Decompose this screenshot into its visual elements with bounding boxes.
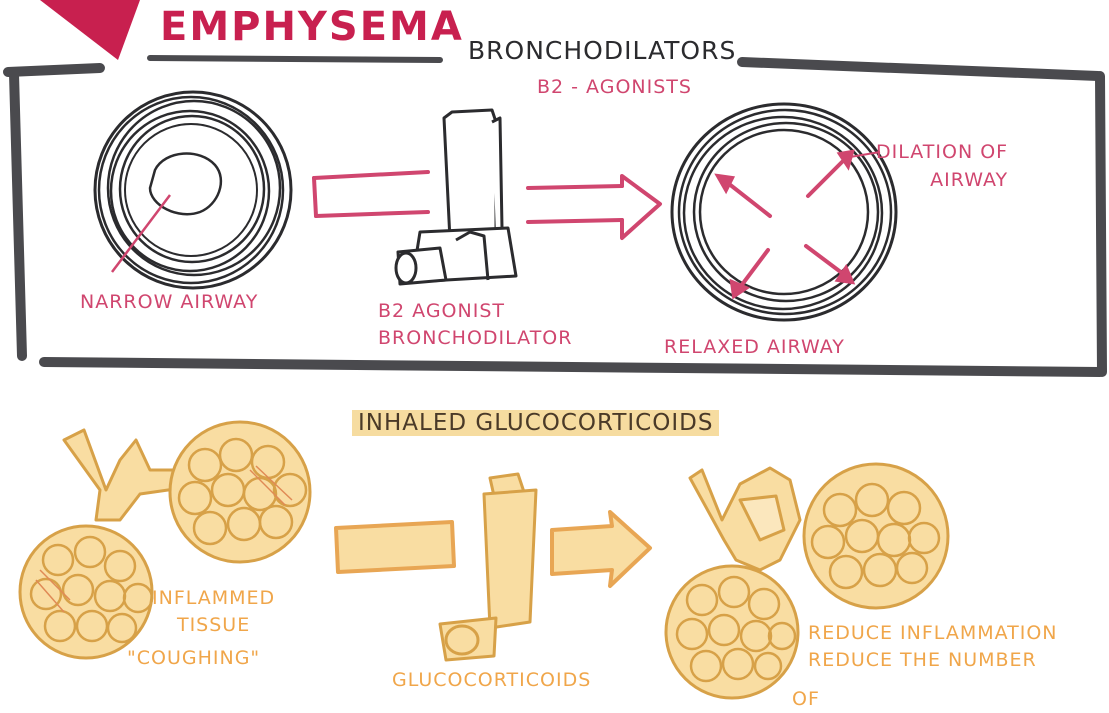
top-panel-frame [3,57,1107,377]
reduce-label-line2: REDUCE THE NUMBER [808,649,1037,671]
alveoli-inflamed-2 [18,524,154,660]
outline-arrow-1 [312,170,430,218]
inhaled-glucocorticoids-heading: INHALED GLUCOCORTICOIDS [352,410,720,436]
gold-arrow-2 [550,510,652,588]
alveoli-healthy-1 [802,462,950,610]
relaxed-airway [670,102,898,322]
alveoli-healthy-2 [664,564,800,700]
glucocorticoid-inhaler [438,472,538,662]
glucocorticoids-label: GLUCOCORTICOIDS [392,669,592,691]
dilation-label: DILATION OF AIRWAY [876,138,1008,194]
b2-agonist-label: B2 AGONIST BRONCHODILATOR [378,298,572,352]
dilation-label-line2: AIRWAY [930,169,1009,191]
relaxed-airway-label: RELAXED AIRWAY [664,336,845,358]
dilation-arrows [714,149,856,300]
dilation-label-line1: DILATION OF [876,141,1009,163]
bronchodilators-heading: BRONCHODILATORS [468,36,737,65]
outline-arrow-2 [526,174,662,240]
of-label: OF [792,688,820,710]
bronchi-right [688,466,802,572]
b2-agonists-subheading: B2 - AGONISTS [537,76,692,98]
inflamed-tissue-label: INFLAMMED TISSUE [152,585,275,639]
reduce-label-line1: REDUCE INFLAMMATION [808,622,1058,644]
page-title: EMPHYSEMA [160,4,464,50]
coughing-label: "COUGHING" [127,647,261,669]
inflamed-tissue-line2: TISSUE [176,614,251,636]
title-underline [147,55,443,63]
dilation-pointer [843,151,881,159]
b2-agonist-label-line1: B2 AGONIST [378,300,505,322]
b2-inhaler [394,108,518,286]
inflamed-tissue-line1: INFLAMMED [152,587,276,609]
corner-triangle [40,0,140,60]
narrow-airway-label: NARROW AIRWAY [80,291,259,313]
narrow-airway [93,90,293,290]
gold-arrow-1 [334,520,456,574]
bronchi-left [62,428,184,522]
alveoli-inflamed-1 [168,420,312,564]
b2-agonist-label-line2: BRONCHODILATOR [378,327,573,349]
reduce-label: REDUCE INFLAMMATION REDUCE THE NUMBER [808,620,1058,674]
